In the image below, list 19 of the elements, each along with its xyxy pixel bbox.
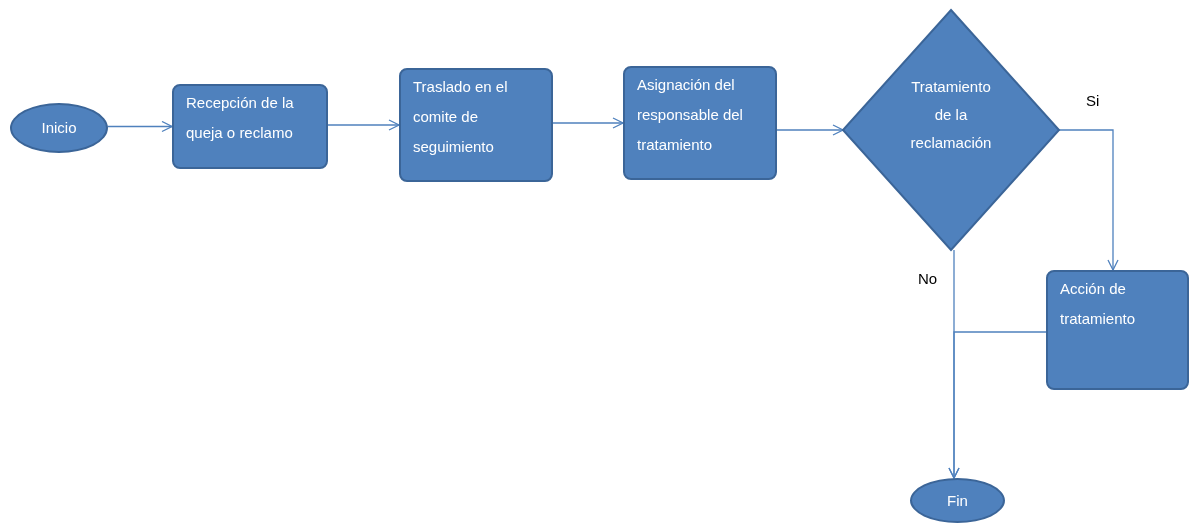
node-text: Recepción de la queja o reclamo (186, 94, 294, 141)
node-text: Traslado en el comite de seguimiento (413, 78, 508, 155)
arrow (1058, 129, 1119, 271)
node-text: Inicio (41, 118, 77, 138)
arrow (107, 120, 173, 133)
node-text: Asignación del responsable del tratamiento (637, 76, 743, 153)
arrow (776, 124, 844, 136)
node-text: Fin (947, 490, 968, 511)
arrow (327, 119, 400, 131)
process-box (623, 66, 777, 180)
node-text: Tratamiento de la reclamación (910, 78, 992, 151)
process-box (172, 84, 328, 169)
edge-label: No (918, 270, 938, 287)
node-text: Acción de tratamiento (1060, 280, 1136, 327)
process-box (399, 68, 553, 182)
process-box (1046, 270, 1189, 390)
arrow (552, 117, 624, 129)
edge-label: Si (1086, 92, 1100, 109)
arrow (948, 331, 1047, 479)
